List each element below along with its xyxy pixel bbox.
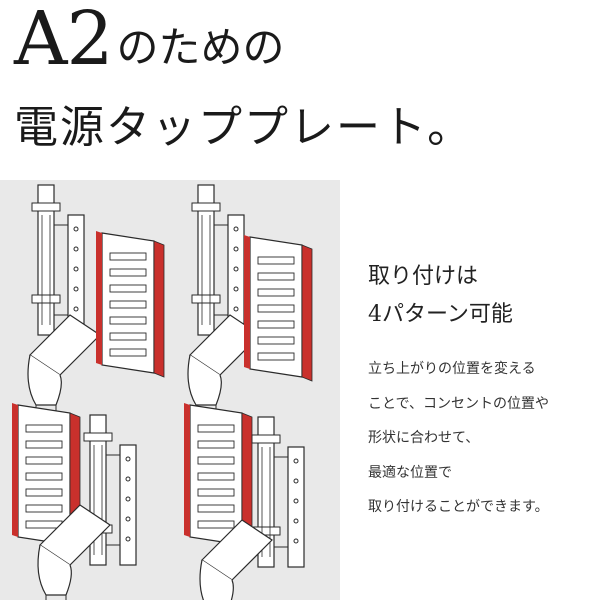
- caption-body-line: 立ち上がりの位置を変える: [368, 361, 536, 377]
- caption-title-line: 取り付けは: [368, 264, 479, 289]
- caption-body-line: 形状に合わせて、: [368, 430, 480, 446]
- headline-model: A2: [14, 0, 114, 82]
- illustration-panel: [0, 180, 340, 600]
- caption-title-line: 4パターン可能: [368, 302, 513, 327]
- headline: A2のための 電源タッププレート。: [0, 0, 600, 180]
- mounting-illustrations: [11, 184, 313, 600]
- illustration-right-low: [187, 184, 313, 426]
- caption-body-line: ことで、コンセントの位置や: [368, 395, 550, 412]
- illustration-left-low: [183, 402, 305, 600]
- headline-for: のための: [116, 23, 285, 72]
- illustration-right-high: [27, 184, 165, 426]
- caption-body-line: 最適な位置で: [368, 464, 452, 481]
- caption: 取り付けは 4パターン可能 立ち上がりの位置を変える ことで、コンセントの位置や…: [368, 258, 593, 525]
- headline-line-2: 電源タッププレート。: [14, 102, 474, 153]
- illustration-left-high: [11, 402, 137, 600]
- caption-body: 立ち上がりの位置を変える ことで、コンセントの位置や 形状に合わせて、 最適な位…: [368, 352, 593, 525]
- headline-line-1: A2のための: [14, 2, 285, 76]
- caption-body-line: 取り付けることができます。: [368, 499, 549, 515]
